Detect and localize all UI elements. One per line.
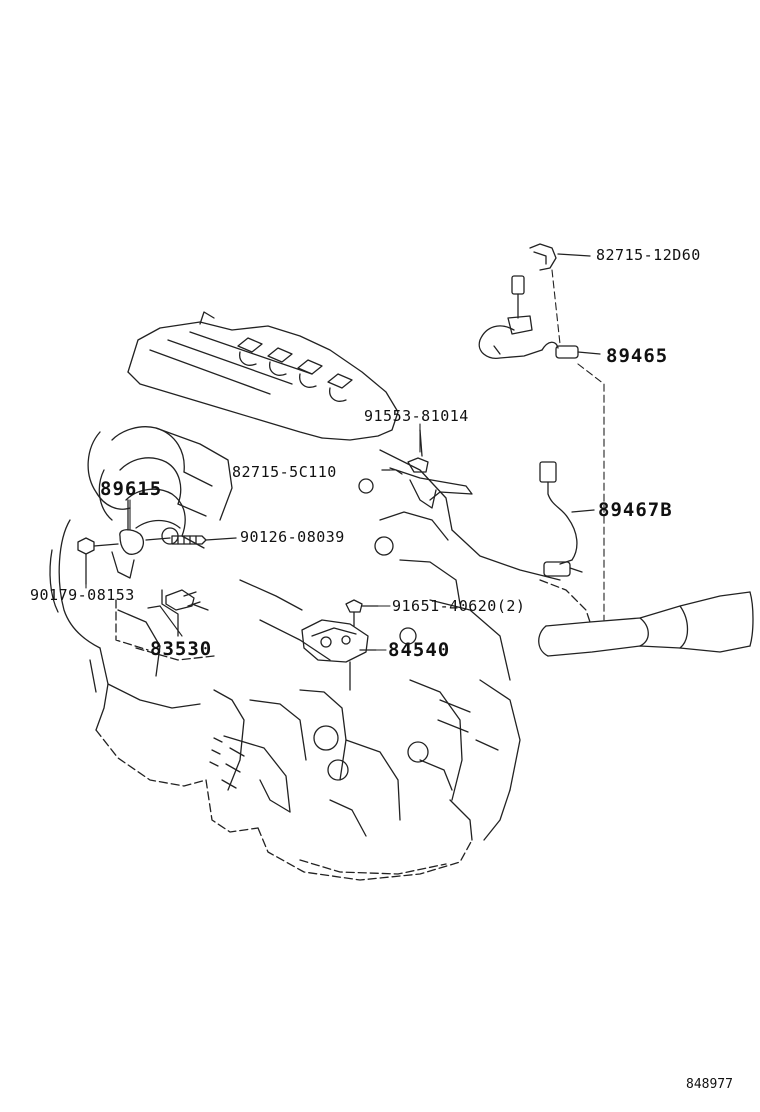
part-label-91553-81014: 91553-81014	[364, 407, 469, 425]
part-label-90179-08153: 90179-08153	[30, 586, 135, 604]
part-label-89465: 89465	[606, 345, 669, 367]
part-label-84540: 84540	[388, 639, 451, 661]
knock-sensor-89615	[77, 499, 237, 585]
part-label-91651-40620: 91651-40620(2)	[392, 597, 526, 615]
af-sensor-89467b	[539, 461, 595, 577]
part-label-83530: 83530	[150, 638, 213, 660]
part-label-82715-5c110: 82715-5C110	[232, 463, 337, 481]
oxygen-sensor-89465	[478, 275, 601, 359]
part-label-90126-08039: 90126-08039	[240, 528, 345, 546]
leader-lines	[85, 269, 605, 651]
clamp-82715-12d60	[529, 243, 591, 271]
exhaust-catalyst-outline	[538, 579, 754, 657]
oil-pressure-switch-83530	[147, 589, 209, 637]
part-label-89615: 89615	[100, 478, 163, 500]
part-label-82715-12d60: 82715-12D60	[596, 246, 701, 264]
part-label-89467b: 89467B	[598, 499, 673, 521]
neutral-switch-84540	[301, 599, 379, 691]
diagram-reference-number: 848977	[686, 1077, 733, 1092]
bracket-82715-5c110	[381, 429, 473, 509]
engine-block-outline	[49, 311, 561, 881]
